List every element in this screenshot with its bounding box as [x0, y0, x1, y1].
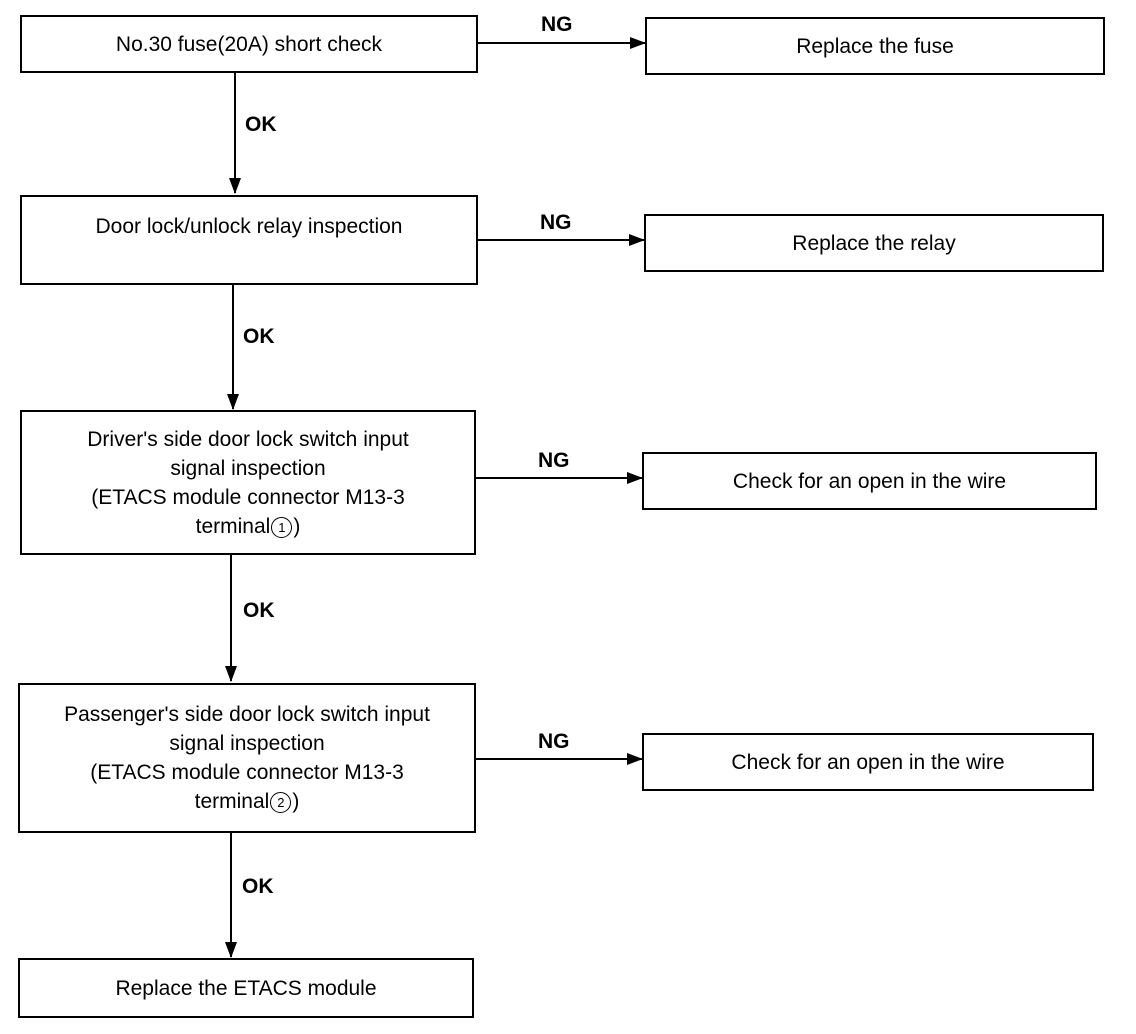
action-text: Check for an open in the wire: [731, 750, 1005, 774]
ok-label: OK: [242, 875, 274, 898]
step-text: ): [292, 790, 300, 813]
action-text: Check for an open in the wire: [732, 469, 1007, 493]
ok-label: OK: [243, 599, 275, 622]
action-box-check-open-wire: Check for an open in the wire: [642, 733, 1094, 791]
step-box-driver-switch-inspection: Driver's side door lock switch input sig…: [20, 410, 476, 555]
step-text: signal inspection: [170, 456, 326, 480]
step-text: No.30 fuse(20A) short check: [115, 32, 383, 56]
action-text: Replace the relay: [792, 231, 956, 255]
step-text: (ETACS module connector M13-3: [91, 485, 405, 509]
final-box-replace-etacs-module: Replace the ETACS module: [18, 958, 474, 1018]
ng-label: NG: [540, 211, 572, 234]
ng-label: NG: [541, 13, 573, 36]
step-text: Passenger's side door lock switch input: [64, 703, 430, 726]
action-box-replace-fuse: Replace the fuse: [645, 17, 1105, 75]
step-box-fuse-check: No.30 fuse(20A) short check: [20, 15, 478, 73]
step-box-passenger-switch-inspection: Passenger's side door lock switch input …: [18, 683, 476, 833]
ok-label: OK: [245, 113, 277, 136]
terminal-number-marker: 1: [271, 516, 293, 538]
step-text: terminal: [195, 514, 271, 538]
action-text: Replace the fuse: [796, 34, 954, 58]
ng-label: NG: [538, 449, 570, 472]
terminal-number-marker: 2: [270, 792, 292, 813]
step-text: (ETACS module connector M13-3: [90, 761, 404, 784]
action-box-check-open-wire: Check for an open in the wire: [642, 452, 1097, 510]
step-text: terminal: [194, 790, 270, 813]
final-action-text: Replace the ETACS module: [115, 976, 377, 1000]
step-box-relay-inspection: Door lock/unlock relay inspection: [20, 195, 478, 285]
step-text: ): [293, 514, 301, 538]
ok-label: OK: [243, 325, 275, 348]
step-text: Driver's side door lock switch input: [87, 427, 409, 451]
action-box-replace-relay: Replace the relay: [644, 214, 1104, 272]
step-text: Door lock/unlock relay inspection: [95, 215, 403, 238]
ng-label: NG: [538, 730, 570, 753]
step-text: signal inspection: [169, 732, 325, 755]
